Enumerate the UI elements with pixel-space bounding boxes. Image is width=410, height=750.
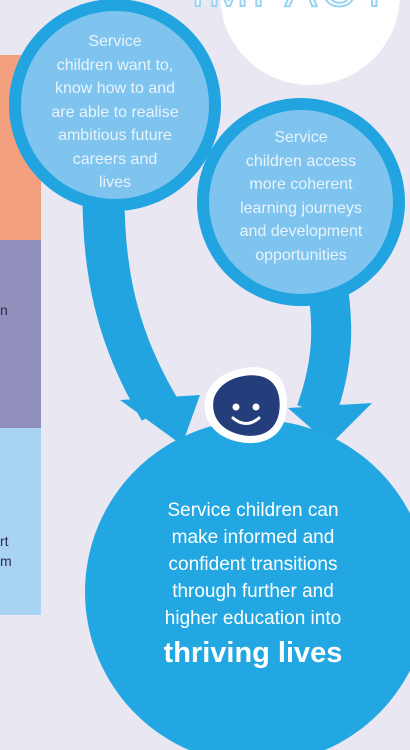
header-title-fragment: IMPACT (191, 0, 393, 17)
bubble-right-line: opportunities (255, 246, 347, 264)
bubble-right-line: more coherent (249, 176, 353, 193)
arrow-left-head (120, 395, 200, 445)
bubble-right-line: children access (245, 152, 357, 170)
band-text-fragment-1: n (0, 302, 8, 318)
outcome-line: confident transitions (168, 554, 338, 575)
outcome-emphasis: thriving lives (163, 637, 343, 669)
bubble-right-line: learning journeys (240, 199, 362, 217)
smiley-face-icon (204, 367, 287, 444)
impact-band-blue (0, 428, 41, 615)
bubble-right-text: Service children access more coherent le… (211, 126, 391, 267)
band-text-fragment-2: rt (0, 533, 9, 549)
bubble-left-circle (9, 0, 221, 211)
header-white-circle (220, 0, 400, 85)
bubble-right-circle (197, 98, 405, 306)
arrow-right-head (288, 403, 372, 445)
bubble-left-line: are able to realise (51, 103, 179, 121)
outcome-line: make informed and (171, 527, 335, 548)
bubble-right-line: Service (274, 129, 328, 146)
outcome-line: higher education into (164, 608, 342, 629)
outcome-line: through further and (172, 581, 334, 602)
bubble-left-line: lives (98, 174, 131, 191)
outcome-text: Service children can make informed and c… (133, 497, 373, 669)
bubble-left-text: Service children want to, know how to an… (25, 30, 205, 195)
band-text-fragment-3: m (0, 553, 12, 569)
bubble-left-line: careers and (72, 150, 158, 168)
bubble-left-line: ambitious future (58, 127, 172, 144)
bubble-left-line: Service (88, 33, 142, 50)
bubble-left-line: know how to and (54, 80, 176, 97)
outcome-line: Service children can (167, 500, 339, 521)
bubble-left-line: children want to, (56, 56, 174, 74)
outcome-circle (85, 420, 410, 750)
impact-band-purple (0, 240, 41, 428)
bubble-right-line: and development (239, 223, 363, 240)
